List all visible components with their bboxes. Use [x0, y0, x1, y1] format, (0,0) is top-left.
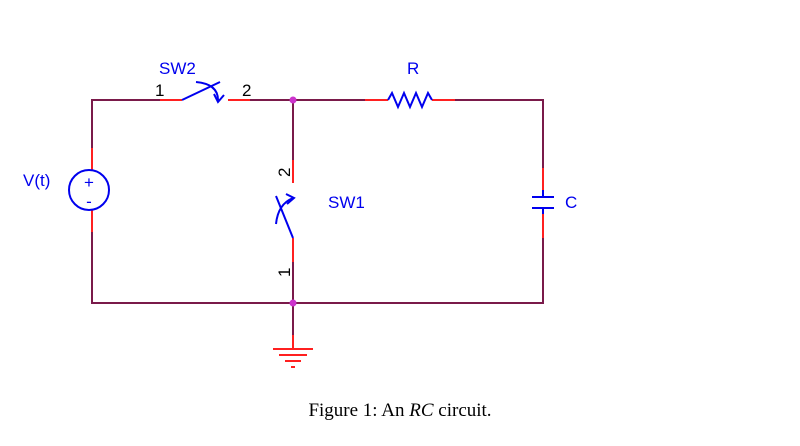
sw2-pin2-label: 2	[242, 81, 251, 100]
source-label: V(t)	[23, 171, 50, 190]
caption-emphasis: RC	[409, 400, 434, 421]
sw1-pin1-label: 1	[275, 268, 294, 277]
resistor-label: R	[407, 59, 419, 78]
source-plus-sign: +	[84, 173, 94, 192]
source-minus-sign: -	[86, 192, 92, 211]
capacitor-label: C	[565, 193, 577, 212]
figure-caption: Figure 1: An RC circuit.	[0, 400, 800, 422]
voltage-source: + - V(t)	[23, 148, 110, 232]
ground-symbol	[273, 335, 313, 368]
wire-left-top	[91, 99, 160, 170]
junction-bottom	[289, 299, 297, 307]
sw2-label: SW2	[159, 59, 196, 78]
capacitor: C	[532, 168, 577, 238]
sw1-pin2-label: 2	[275, 168, 294, 177]
caption-suffix: circuit.	[433, 400, 492, 421]
wire-bottom	[91, 228, 544, 304]
wires	[91, 99, 544, 335]
resistor: R	[365, 59, 455, 110]
wire-top-right	[455, 99, 544, 168]
caption-prefix: Figure 1: An	[308, 400, 410, 421]
sw1-label: SW1	[328, 193, 365, 212]
switch-sw1: SW1 2 1	[275, 160, 365, 277]
switch-sw2: SW2 1 2	[155, 59, 251, 104]
sw2-pin1-label: 1	[155, 81, 164, 100]
junction-top	[289, 96, 297, 104]
